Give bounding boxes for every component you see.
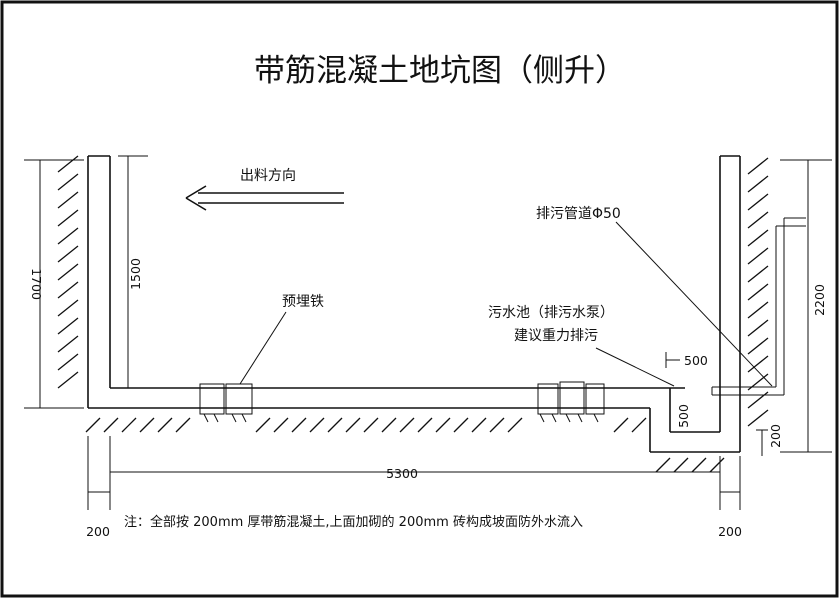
gravity-drain-label: 建议重力排污 xyxy=(514,328,598,344)
leader-lines xyxy=(239,221,773,387)
dim-pit-width xyxy=(665,352,680,368)
dim-span xyxy=(87,436,741,510)
sewage-pit-label: 污水池（排污水泵） xyxy=(488,305,614,321)
discharge-arrow-icon xyxy=(185,185,344,211)
dim-inner-height xyxy=(118,155,148,388)
diagram-title: 带筋混凝土地坑图（侧升） xyxy=(254,53,626,89)
drain-pipe xyxy=(711,217,806,396)
dim-left-height xyxy=(24,159,84,409)
embedded-iron-label: 预埋铁 xyxy=(282,294,324,310)
dim-left-height-value: 1700 xyxy=(29,268,44,300)
dim-wall-left-value: 200 xyxy=(86,524,110,539)
dim-right-height xyxy=(780,159,832,453)
dim-pit-bottom xyxy=(756,429,768,456)
embedded-iron-right xyxy=(537,381,605,423)
embedded-iron-left xyxy=(199,383,253,423)
dim-right-height-value: 2200 xyxy=(812,284,827,316)
dim-wall-right-value: 200 xyxy=(718,524,742,539)
dim-pit-depth-value: 500 xyxy=(676,404,691,428)
drain-pipe-label: 排污管道Φ50 xyxy=(536,206,621,222)
earth-hatch-right xyxy=(747,157,769,427)
dim-pit-bottom-value: 200 xyxy=(768,424,783,448)
earth-hatch-left xyxy=(57,155,79,389)
pit-structure xyxy=(87,155,741,453)
footnote: 注：全部按 200mm 厚带筋混凝土,上面加砌的 200mm 砖构成坡面防外水流… xyxy=(124,514,583,530)
earth-hatch-bottom xyxy=(85,417,725,473)
dim-pit-width-value: 500 xyxy=(684,353,708,368)
discharge-direction-label: 出料方向 xyxy=(240,168,296,184)
dim-span-value: 5300 xyxy=(386,466,418,481)
dim-inner-height-value: 1500 xyxy=(128,258,143,290)
